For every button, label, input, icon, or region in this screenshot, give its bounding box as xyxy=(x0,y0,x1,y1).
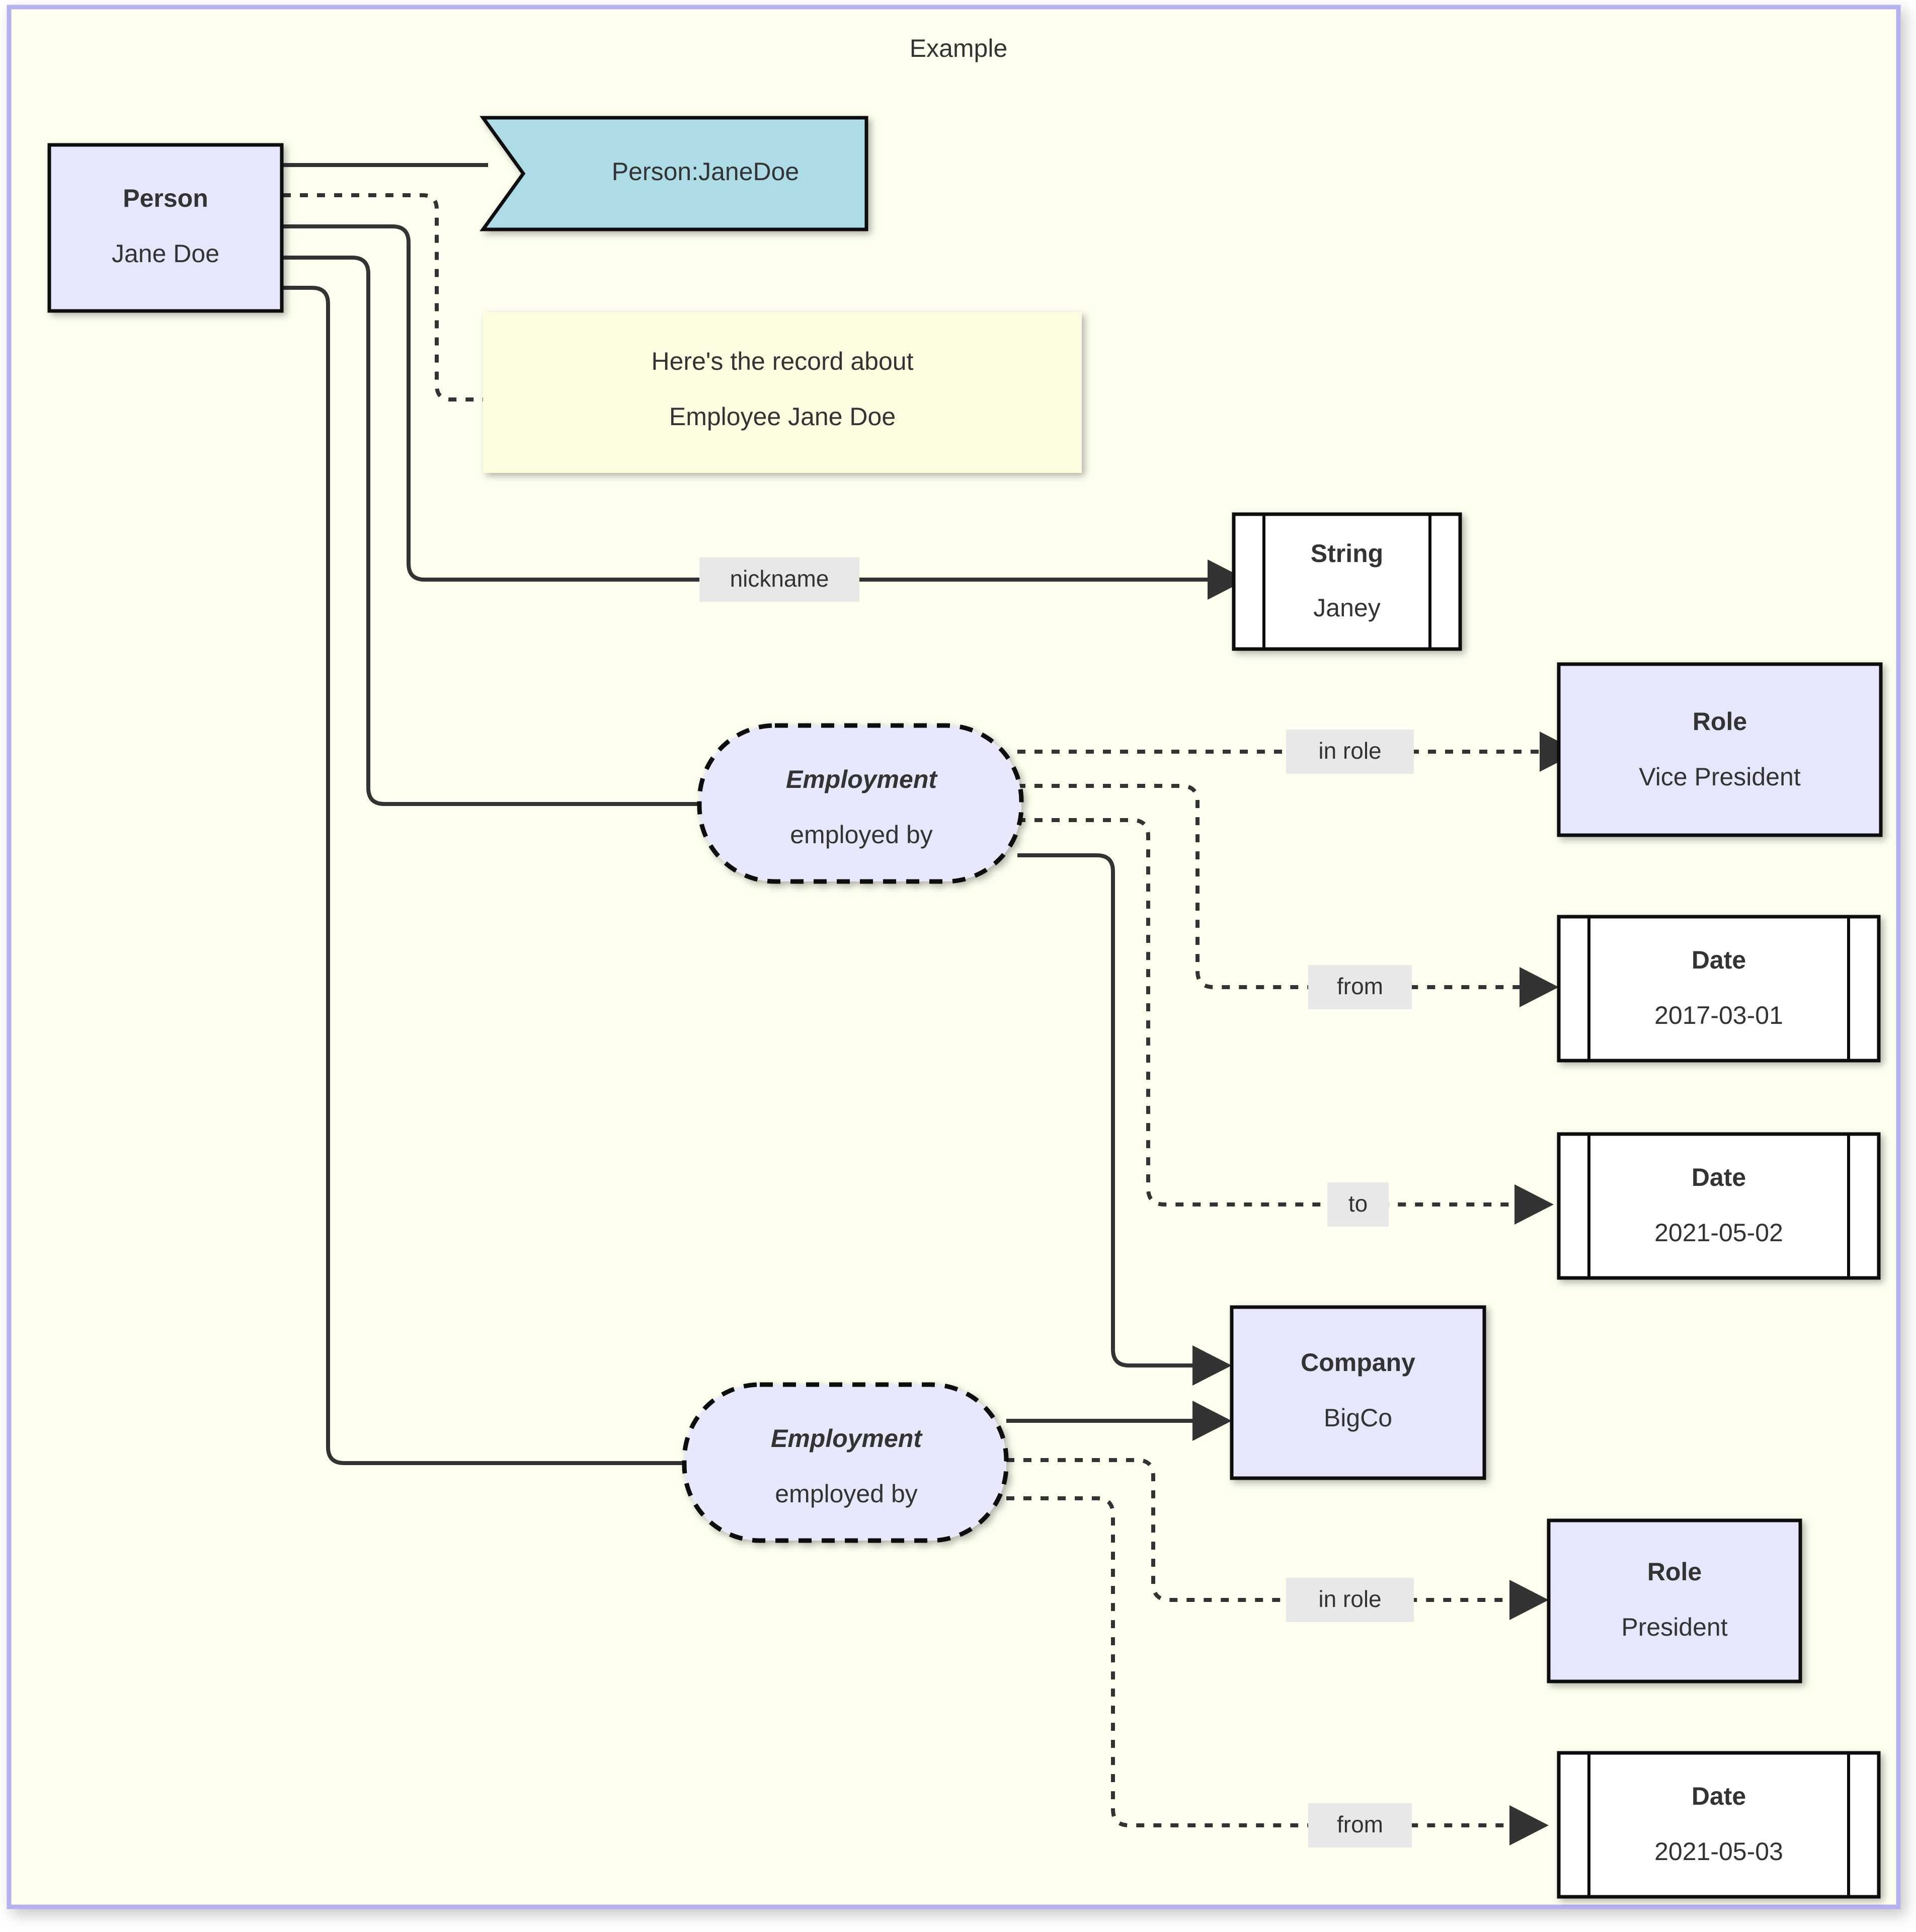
edge-label-from-2: from xyxy=(1337,1811,1383,1837)
node-role-pres[interactable]: Role President xyxy=(1547,1518,1802,1683)
arrowhead-company-1 xyxy=(1192,1345,1232,1386)
node-date-to-1-type: Date xyxy=(1692,1163,1746,1191)
arrowhead-string xyxy=(1208,559,1247,600)
edge-label-in-role-1: in role xyxy=(1318,738,1381,764)
node-person-value: Jane Doe xyxy=(112,239,219,268)
edge-emp2-in-role: in role xyxy=(1006,1458,1549,1622)
node-note-line1: Here's the record about xyxy=(652,347,914,375)
node-employment-1-type: Employment xyxy=(786,765,938,793)
edge-emp2-from: from xyxy=(1006,1496,1549,1847)
node-string-value: Janey xyxy=(1313,594,1380,622)
edge-emp2-to-company xyxy=(1006,1401,1232,1441)
edge-emp1-from: from xyxy=(1017,784,1559,1009)
node-employment-2[interactable]: Employment employed by xyxy=(682,1382,1009,1543)
node-date-from-1-value: 2017-03-01 xyxy=(1654,1001,1783,1029)
node-date-from-1[interactable]: Date 2017-03-01 xyxy=(1557,915,1881,1063)
edge-label-in-role-2: in role xyxy=(1318,1586,1381,1612)
edge-emp1-to: to xyxy=(1017,818,1554,1227)
node-person[interactable]: Person Jane Doe xyxy=(47,143,284,313)
node-role-vp-type: Role xyxy=(1693,707,1747,736)
node-date-from-2-type: Date xyxy=(1692,1782,1746,1810)
arrowhead-date-from-2 xyxy=(1509,1805,1549,1845)
node-company[interactable]: Company BigCo xyxy=(1230,1305,1486,1480)
node-role-vp[interactable]: Role Vice President xyxy=(1557,662,1883,837)
edge-emp1-to-company xyxy=(1017,853,1232,1386)
edge-label-nickname: nickname xyxy=(730,566,829,592)
arrowhead-date-to-1 xyxy=(1514,1184,1554,1225)
node-role-vp-value: Vice President xyxy=(1639,763,1801,791)
node-company-type: Company xyxy=(1301,1348,1415,1377)
diagram-title: Example xyxy=(910,34,1008,62)
edge-person-to-employment1 xyxy=(283,256,699,806)
arrowhead-role-pres xyxy=(1509,1580,1549,1620)
edge-label-bg-from-1 xyxy=(1308,965,1412,1009)
edge-label-to-1: to xyxy=(1348,1190,1368,1217)
node-employment-2-value: employed by xyxy=(775,1480,918,1508)
node-employment-1-value: employed by xyxy=(790,821,933,849)
node-string-type: String xyxy=(1311,539,1383,568)
node-role-pres-type: Role xyxy=(1647,1558,1702,1586)
arrowhead-company-2 xyxy=(1192,1401,1232,1441)
node-note-line2: Employee Jane Doe xyxy=(669,403,896,431)
node-role-pres-value: President xyxy=(1621,1613,1727,1641)
node-date-from-1-type: Date xyxy=(1692,946,1746,974)
edge-person-to-string: nickname xyxy=(283,224,1247,602)
edge-person-to-employment2 xyxy=(283,286,684,1465)
node-employment-2-type: Employment xyxy=(771,1424,923,1453)
edge-label-bg-nickname xyxy=(699,557,859,602)
node-date-from-2[interactable]: Date 2021-05-03 xyxy=(1557,1751,1881,1899)
edge-label-bg-in-role-1 xyxy=(1286,730,1414,774)
node-date-to-1[interactable]: Date 2021-05-02 xyxy=(1557,1132,1881,1280)
node-company-value: BigCo xyxy=(1324,1404,1392,1432)
node-person-tag-label: Person:JaneDoe xyxy=(612,157,799,186)
node-employment-1[interactable]: Employment employed by xyxy=(697,723,1024,884)
node-person-type: Person xyxy=(123,184,208,212)
edge-label-from-1: from xyxy=(1337,973,1383,999)
node-string-janey[interactable]: String Janey xyxy=(1232,512,1462,651)
edge-label-bg-in-role-2 xyxy=(1286,1578,1414,1622)
node-date-to-1-value: 2021-05-02 xyxy=(1654,1219,1783,1247)
edge-label-bg-to-1 xyxy=(1327,1182,1389,1227)
node-date-from-2-value: 2021-05-03 xyxy=(1654,1837,1783,1866)
arrowhead-date-from-1 xyxy=(1520,967,1559,1007)
node-note[interactable]: Here's the record about Employee Jane Do… xyxy=(483,312,1082,473)
node-person-tag[interactable]: Person:JaneDoe xyxy=(480,116,868,231)
edge-label-bg-from-2 xyxy=(1308,1803,1412,1847)
